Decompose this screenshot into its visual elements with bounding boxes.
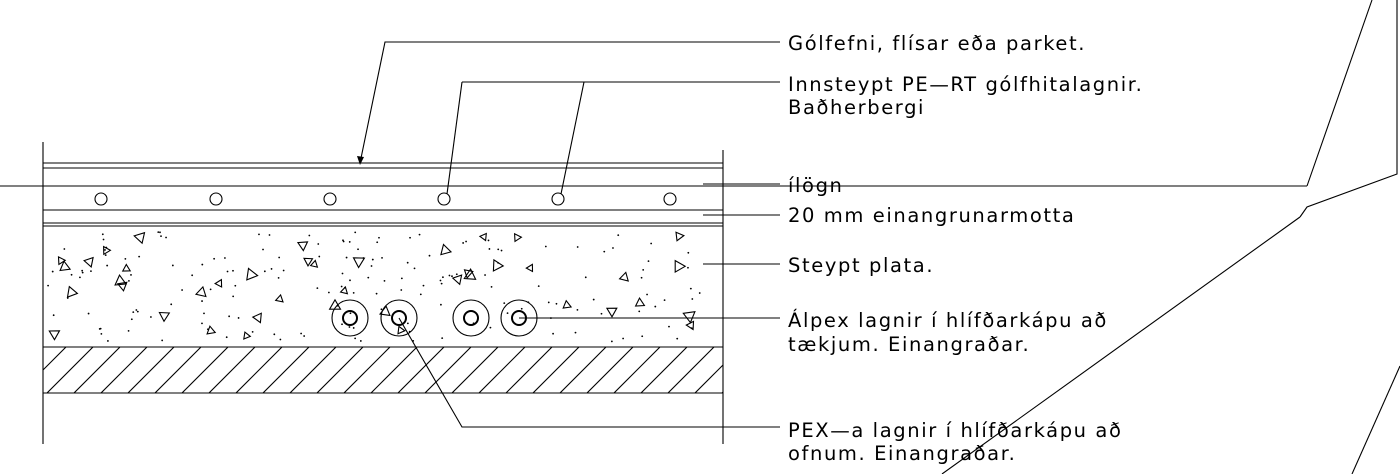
label-pex-1: PEX—a lagnir í hlífðarkápu að (788, 419, 1123, 442)
label-insulation-mat: 20 mm einangrunarmotta (788, 204, 1075, 227)
label-concrete-slab: Steypt plata. (788, 254, 934, 277)
label-alpex-1: Álpex lagnir í hlífðarkápu að (788, 309, 1108, 332)
label-ilogn: ílögn (788, 174, 844, 197)
label-heating-pipes-1: Innsteypt PE—RT gólfhitalagnir. (788, 73, 1143, 96)
break-lines (941, 0, 1400, 474)
leader-lines (357, 41, 780, 428)
label-pex-2: ofnum. Einangraðar. (788, 442, 1016, 465)
concrete-slab-texture (47, 231, 701, 343)
floor-heating-pipes (94, 192, 677, 206)
label-heating-pipes-2: Baðherbergi (788, 96, 925, 119)
section-outline (42, 142, 724, 444)
label-alpex-2: tækjum. Einangraðar. (788, 333, 1030, 356)
sleeved-pipes (331, 299, 538, 337)
annotation-labels: Gólfefni, flísar eða parket. Innsteypt P… (788, 32, 1143, 465)
label-floor-finish: Gólfefni, flísar eða parket. (788, 32, 1086, 55)
insulation-hatch (43, 347, 723, 393)
